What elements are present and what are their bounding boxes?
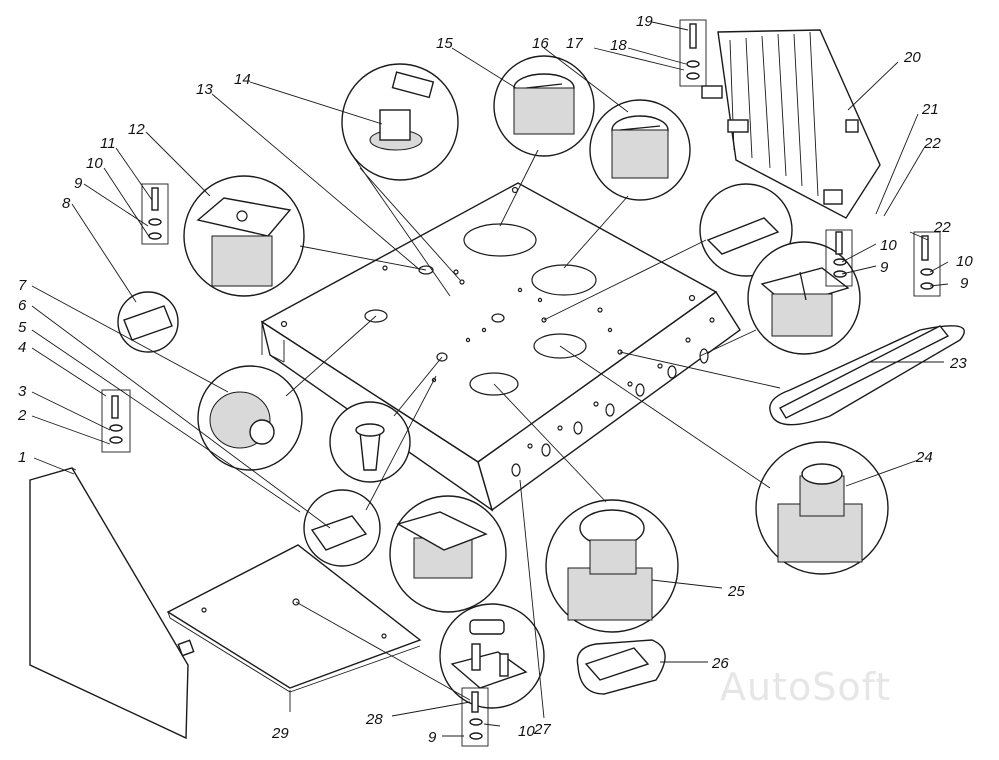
callout-4: 4 — [18, 339, 26, 356]
callout-1: 1 — [18, 449, 26, 466]
callout-10c: 10 — [956, 253, 973, 270]
side-face-holes — [511, 317, 715, 477]
panel-small-holes — [280, 186, 696, 383]
callout-9: 9 — [74, 175, 83, 192]
callout-8: 8 — [62, 195, 71, 212]
callout-24: 24 — [915, 449, 933, 466]
callout-22: 22 — [923, 135, 941, 152]
bottom-plate-part-29 — [166, 544, 422, 693]
callout-16: 16 — [532, 35, 549, 52]
left-cover-part-1 — [29, 467, 195, 740]
main-panel — [260, 182, 741, 512]
callout-25: 25 — [727, 583, 745, 600]
callout-11: 11 — [100, 135, 116, 152]
callout-10b: 10 — [880, 237, 897, 254]
callout-22b: 22 — [933, 219, 951, 236]
callout-26: 26 — [711, 655, 729, 672]
callout-23: 23 — [949, 355, 967, 372]
panel-hole-16 — [531, 264, 597, 296]
callout-14: 14 — [234, 71, 251, 88]
callout-9b: 9 — [880, 259, 889, 276]
fastener-stacks — [101, 19, 941, 747]
detail-bubbles — [117, 55, 889, 709]
leader-lines — [31, 21, 949, 737]
callout-27: 27 — [533, 721, 551, 738]
callout-6: 6 — [18, 297, 27, 314]
callout-9d: 9 — [428, 729, 437, 746]
callout-29: 29 — [271, 725, 289, 742]
strip-part-23 — [769, 325, 965, 426]
callout-5: 5 — [18, 319, 27, 336]
callout-13: 13 — [196, 81, 213, 98]
watermark: AutoSoft — [720, 665, 891, 709]
callout-2: 2 — [17, 407, 27, 424]
callout-15: 15 — [436, 35, 453, 52]
callout-28: 28 — [365, 711, 383, 728]
callout-10d: 10 — [518, 723, 535, 740]
callout-labels: 1 2 3 4 5 6 7 8 9 10 11 12 13 14 15 16 1… — [17, 13, 973, 746]
callout-21: 21 — [921, 101, 939, 118]
panel-hole-15 — [463, 223, 537, 257]
callout-7: 7 — [18, 277, 27, 294]
callout-12: 12 — [128, 121, 145, 138]
callout-17: 17 — [566, 35, 583, 52]
callout-3: 3 — [18, 383, 27, 400]
callout-20: 20 — [903, 49, 921, 66]
callout-9c: 9 — [960, 275, 969, 292]
plate-part-26 — [576, 639, 666, 695]
callout-18: 18 — [610, 37, 627, 54]
callout-19: 19 — [636, 13, 653, 30]
right-cover-part-20 — [701, 29, 881, 219]
callout-10: 10 — [86, 155, 103, 172]
